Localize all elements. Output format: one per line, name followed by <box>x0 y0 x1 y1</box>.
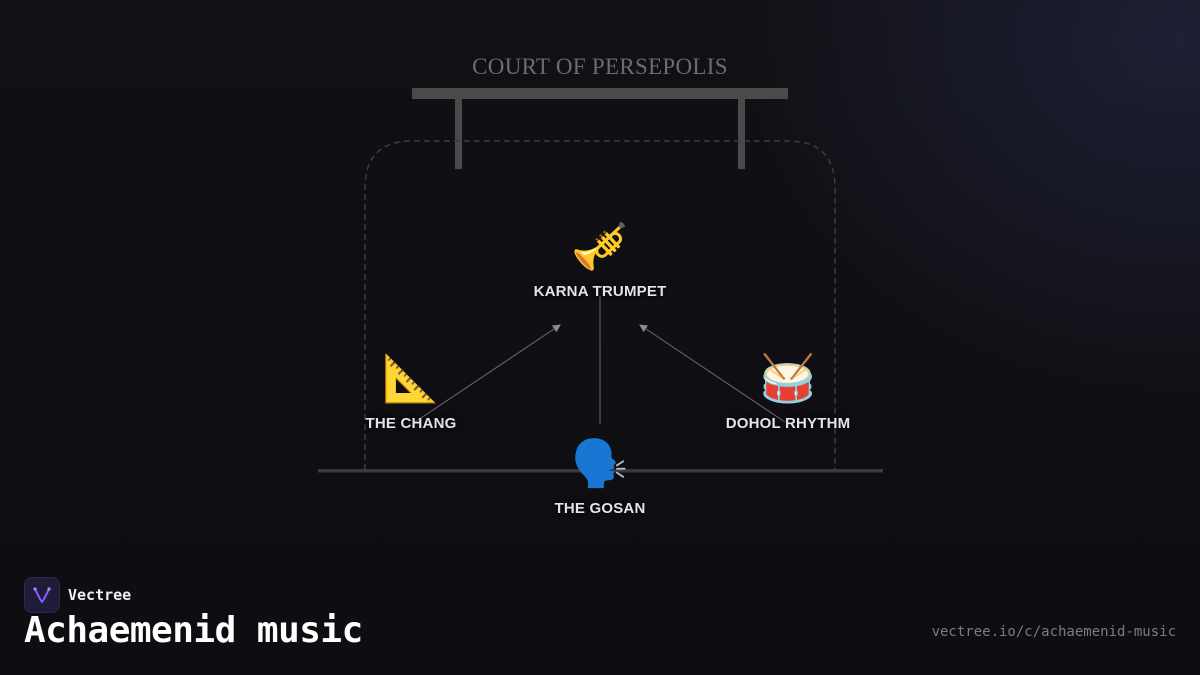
speaking-head-icon: 🗣️ <box>571 436 629 490</box>
brand-name: Vectree <box>68 586 132 604</box>
vectree-logo-icon <box>24 577 60 613</box>
triangular-ruler-icon: 📐 <box>382 351 440 405</box>
connector-chang-to-trumpet <box>414 324 561 423</box>
node-label: DOHOL RHYTHM <box>725 415 851 432</box>
connector-dohol-to-trumpet <box>639 324 786 423</box>
gate-post-left <box>455 99 462 169</box>
drum-icon: 🥁 <box>759 351 817 405</box>
gate-lintel <box>412 88 788 99</box>
node-dohol-rhythm[interactable]: 🥁 DOHOL RHYTHM <box>688 351 888 432</box>
node-karna-trumpet[interactable]: 🎺 KARNA TRUMPET <box>500 219 700 300</box>
scene-title: COURT OF PERSEPOLIS <box>472 54 728 79</box>
page-url[interactable]: vectree.io/c/achaemenid-music <box>931 624 1176 640</box>
brand[interactable]: Vectree <box>24 577 131 613</box>
hall-outline <box>364 140 836 470</box>
gate-post-right <box>738 99 745 169</box>
node-label: THE CHANG <box>365 415 457 432</box>
floor-line <box>318 469 883 473</box>
node-the-chang[interactable]: 📐 THE CHANG <box>311 351 511 432</box>
node-label: KARNA TRUMPET <box>533 283 667 300</box>
page-heading: Achaemenid music <box>24 610 363 651</box>
trumpet-icon: 🎺 <box>571 219 629 273</box>
node-the-gosan[interactable]: 🗣️ THE GOSAN <box>500 436 700 517</box>
node-label: THE GOSAN <box>554 500 646 517</box>
